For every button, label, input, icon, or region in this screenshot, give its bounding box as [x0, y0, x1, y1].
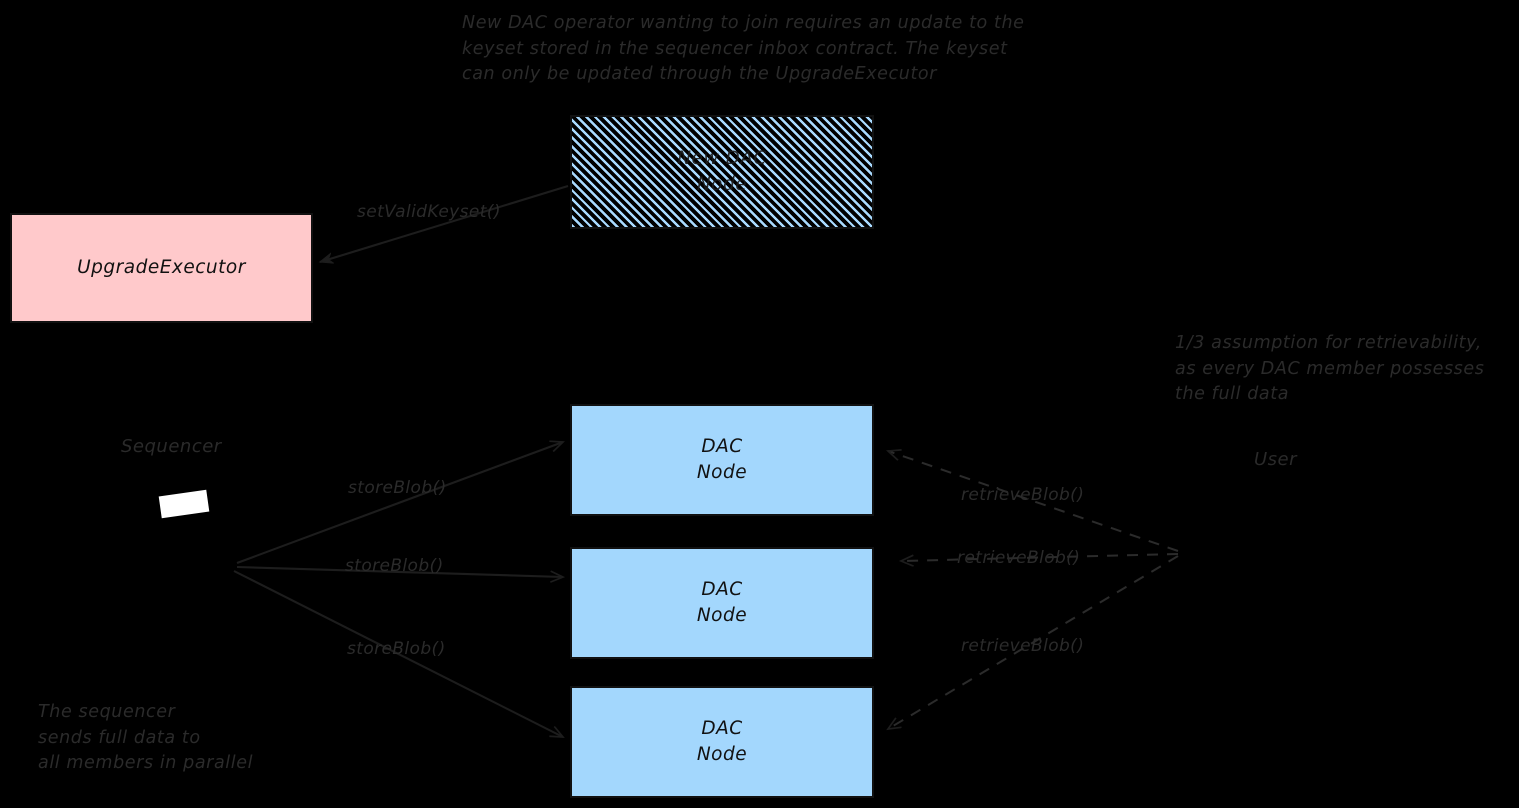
edge-store-blob-2 — [236, 565, 563, 577]
node-dac-node-3-label: DAC Node — [696, 718, 748, 765]
node-upgrade-executor[interactable]: UpgradeExecutor — [10, 213, 313, 323]
node-dac-node-2[interactable]: DAC Node — [570, 547, 874, 659]
edge-set-valid-keyset — [320, 184, 569, 262]
node-dac-node-3[interactable]: DAC Node — [570, 686, 874, 798]
edge-label-set-valid-keyset: setValidKeyset() — [357, 202, 501, 222]
node-new-dac-node[interactable]: New DAC Node — [570, 115, 874, 229]
edge-label-retrieve-blob-2: retrieveBlob() — [957, 548, 1081, 568]
edge-label-retrieve-blob-1: retrieveBlob() — [961, 485, 1085, 505]
edge-label-store-blob-1: storeBlob() — [348, 478, 447, 498]
edge-label-retrieve-blob-3: retrieveBlob() — [961, 636, 1085, 656]
edge-retrieve-blob-3 — [888, 555, 1179, 729]
node-upgrade-executor-label: UpgradeExecutor — [77, 257, 246, 278]
node-dac-node-2-label: DAC Node — [696, 579, 748, 626]
edge-store-blob-3 — [233, 570, 563, 737]
edge-label-store-blob-3: storeBlob() — [347, 639, 446, 659]
edge-store-blob-1 — [236, 442, 563, 564]
actor-label-user: User — [1254, 449, 1298, 470]
node-new-dac-node-label: New DAC Node — [677, 148, 767, 195]
note-retrievability-assumption: 1/3 assumption for retrievability, as ev… — [1175, 333, 1485, 404]
note-keyset-update: New DAC operator wanting to join require… — [462, 13, 1025, 84]
edge-retrieve-blob-2 — [901, 553, 1179, 561]
actor-label-sequencer: Sequencer — [121, 436, 222, 457]
edge-label-store-blob-2: storeBlob() — [345, 556, 444, 576]
node-dac-node-1-label: DAC Node — [696, 436, 748, 483]
node-dac-node-1[interactable]: DAC Node — [570, 404, 874, 516]
note-sequencer-parallel: The sequencer sends full data to all mem… — [38, 702, 254, 773]
